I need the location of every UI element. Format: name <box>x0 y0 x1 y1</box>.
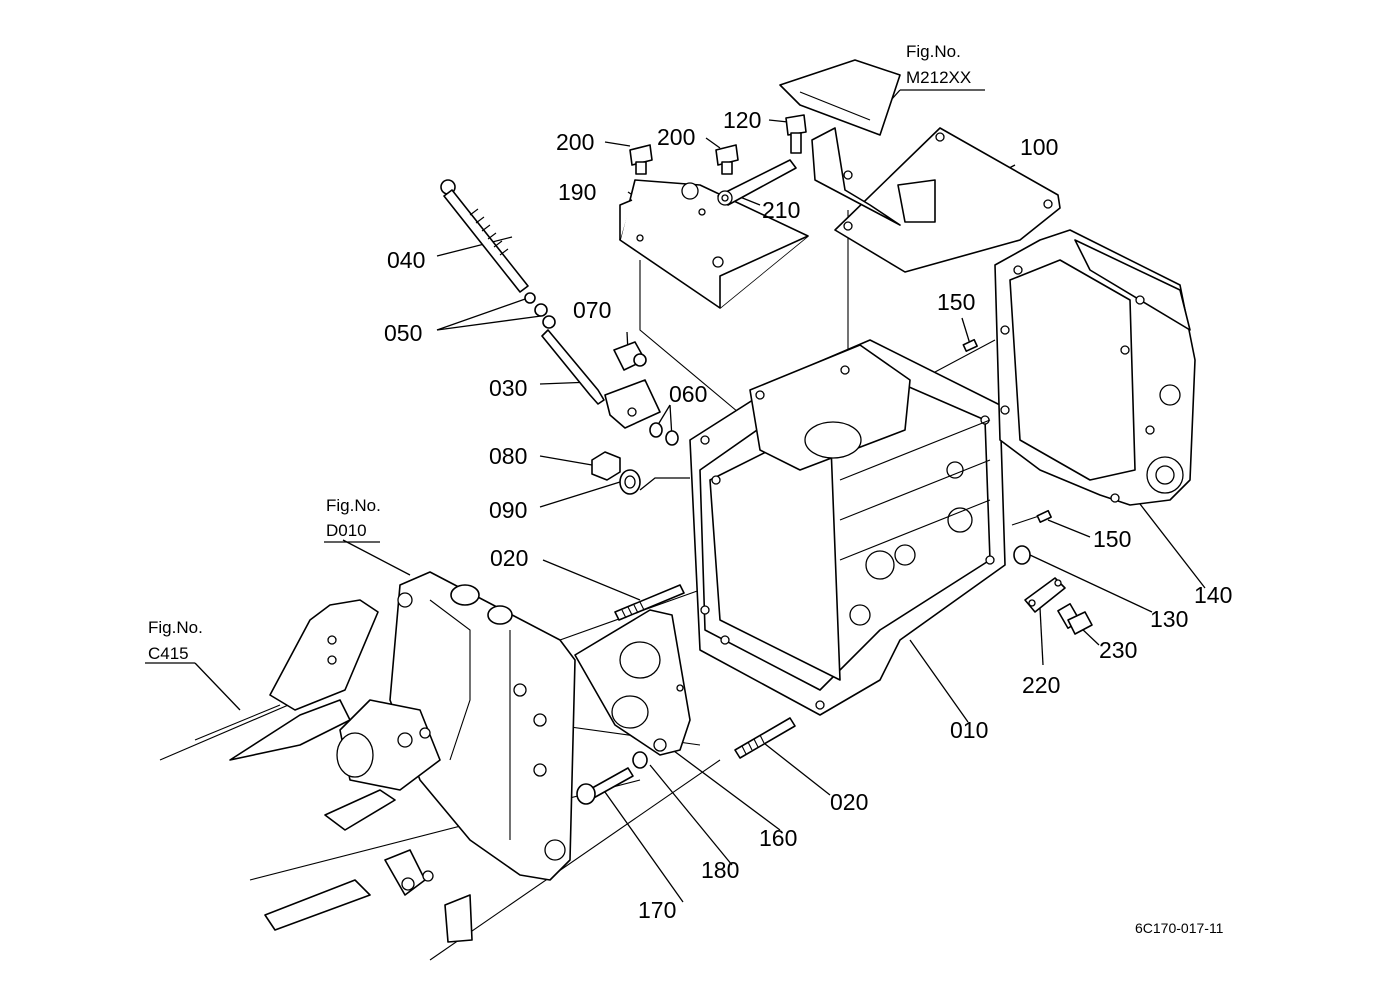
part-080-plug <box>591 451 621 481</box>
part-090-washer <box>619 469 641 495</box>
callout-120: 120 <box>723 107 761 133</box>
part-180-washer <box>632 751 648 769</box>
part-150-pin-upper <box>962 338 978 352</box>
housing-bracket-top <box>779 59 901 136</box>
diagram-code: 6C170-017-11 <box>1135 920 1224 936</box>
callout-030: 030 <box>489 375 527 401</box>
callout-020-lower: 020 <box>830 789 868 815</box>
part-040-rod <box>440 179 529 293</box>
callout-090: 090 <box>489 497 527 523</box>
figref-m212xx-code: M212XX <box>906 68 971 87</box>
part-100-cover-plate <box>811 127 1061 273</box>
part-140-clutch-housing <box>994 229 1196 506</box>
part-230-bolt <box>1057 603 1093 635</box>
part-130-oring <box>1013 545 1031 565</box>
callout-170: 170 <box>638 897 676 923</box>
callout-220: 220 <box>1022 672 1060 698</box>
callout-130: 130 <box>1150 606 1188 632</box>
callout-210: 210 <box>762 197 800 223</box>
callout-020-upper: 020 <box>490 545 528 571</box>
callout-150-lower: 150 <box>1093 526 1131 552</box>
part-020-stud-lower <box>734 717 796 759</box>
part-050-rings <box>524 292 556 329</box>
part-210-link <box>717 159 797 206</box>
part-030-shift-rod <box>541 329 661 429</box>
callout-040: 040 <box>387 247 425 273</box>
figref-d010-label: Fig.No. <box>326 496 381 515</box>
part-060-orings <box>649 422 679 446</box>
part-220-plate <box>1024 577 1066 613</box>
callout-010: 010 <box>950 717 988 743</box>
figref-c415-code: C415 <box>148 644 189 663</box>
part-010-transmission-case <box>689 339 1006 716</box>
callout-070: 070 <box>573 297 611 323</box>
part-070-fitting <box>613 341 647 371</box>
left-assembly-d010 <box>336 571 576 881</box>
part-120-bolt <box>785 114 807 154</box>
left-frame-c415 <box>194 599 473 943</box>
callout-200-left: 200 <box>556 129 594 155</box>
callout-labels: 010 020 020 030 040 050 060 070 080 090 … <box>384 107 1232 923</box>
callout-080: 080 <box>489 443 527 469</box>
figref-d010-code: D010 <box>326 521 367 540</box>
figref-m212xx-label: Fig.No. <box>906 42 961 61</box>
part-150-pin-lower <box>1036 509 1052 523</box>
callout-150-upper: 150 <box>937 289 975 315</box>
callout-100: 100 <box>1020 134 1058 160</box>
part-170-bolt <box>576 767 634 805</box>
part-190-bracket <box>619 179 809 309</box>
callout-140: 140 <box>1194 582 1232 608</box>
callout-230: 230 <box>1099 637 1137 663</box>
callout-200-right: 200 <box>657 124 695 150</box>
part-020-stud-upper <box>614 584 685 621</box>
callout-160: 160 <box>759 825 797 851</box>
part-160-front-cover <box>574 609 691 756</box>
part-200-bolt-a <box>629 144 653 175</box>
figure-refs: Fig.No. M212XX Fig.No. D010 Fig.No. C415 <box>148 42 971 663</box>
callout-050: 050 <box>384 320 422 346</box>
callout-180: 180 <box>701 857 739 883</box>
callout-060: 060 <box>669 381 707 407</box>
callout-190: 190 <box>558 179 596 205</box>
figref-c415-label: Fig.No. <box>148 618 203 637</box>
part-200-bolt-b <box>715 144 739 175</box>
